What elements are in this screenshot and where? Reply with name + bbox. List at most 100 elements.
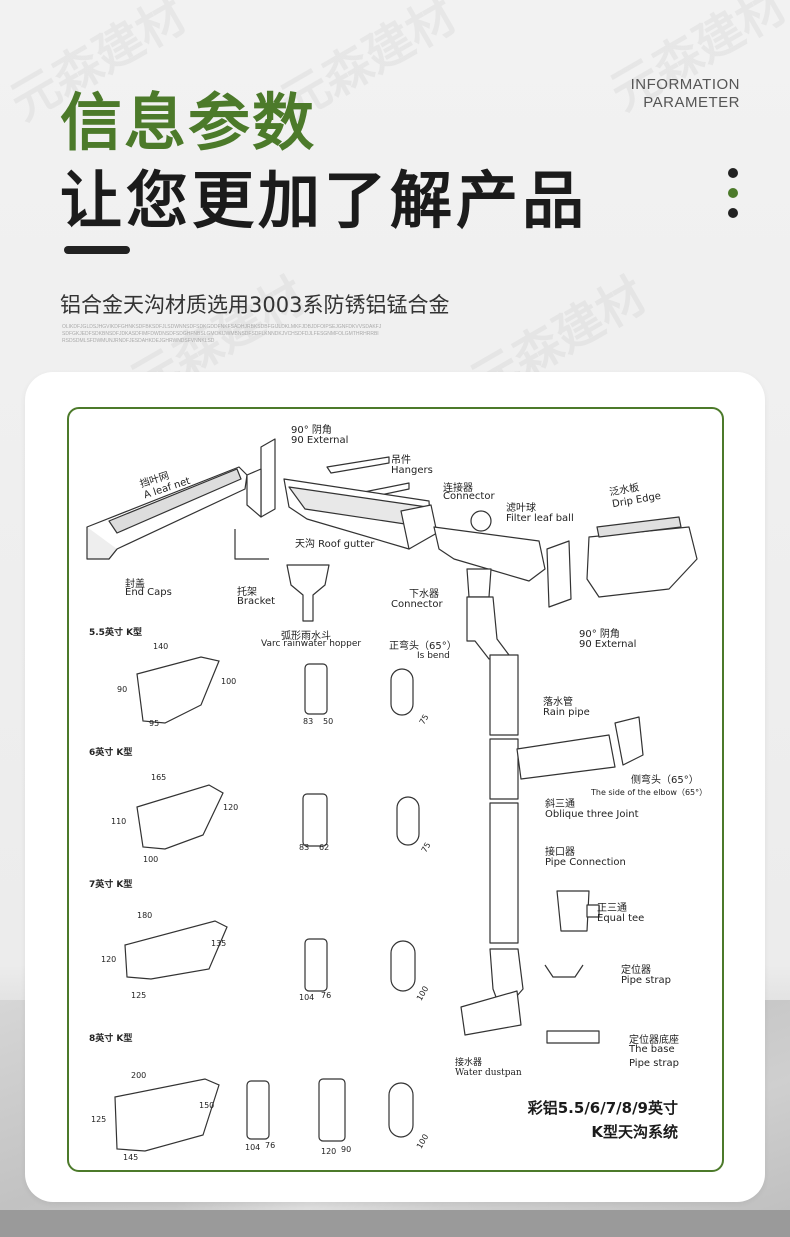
label-bend-cn: 正弯头（65°） (389, 641, 457, 652)
gutter-profile-55-icon (136, 656, 220, 724)
gutter-system-diagram: 90° 阴角 90 External 吊件 Hangers 连接器 Connec… (67, 407, 724, 1172)
label-bracket-cn: 托架 (237, 587, 257, 598)
label-roof-gutter: 天沟 Roof gutter (295, 539, 375, 550)
down-connector-icon (466, 568, 492, 598)
rainwater-hopper-icon (286, 564, 330, 622)
label-endcaps-en: End Caps (125, 587, 172, 598)
label-hopper-cn: 弧形雨水斗 (281, 631, 331, 642)
size-label-6: 6英寸 K型 (89, 748, 133, 758)
page-subtitle-heading: 让您更加了解产品 (60, 164, 589, 237)
material-description: 铝合金天沟材质选用3003系防锈铝锰合金 (60, 293, 450, 317)
label-sideelbow-en: The side of the elbow（65°） (591, 788, 708, 797)
diagram-drawing (86, 438, 698, 1152)
dim-8-d: 150 (199, 1101, 215, 1110)
label-rainpipe-cn: 落水管 (543, 697, 573, 708)
dim-7-p2: 76 (321, 991, 332, 1000)
gutter-profile-6-icon (136, 784, 224, 850)
label-base-en2: Pipe strap (629, 1058, 679, 1069)
rain-pipe-icon (489, 654, 519, 736)
decorative-dots (728, 168, 738, 228)
size-label-55: 5.5英寸 K型 (89, 628, 143, 638)
dim-8-p4: 90 (341, 1145, 352, 1154)
round-pipe-6-icon (396, 796, 420, 846)
label-external90-en: 90 External (291, 435, 349, 446)
marble-bottom-band (0, 1210, 790, 1237)
dim-55-p2: 50 (323, 717, 334, 726)
label-downconnector-cn: 下水器 (409, 589, 439, 600)
dim-8-p1: 104 (245, 1143, 261, 1152)
dim-7-w: 180 (137, 911, 153, 920)
gutter-profile-7-icon (124, 920, 228, 980)
pipe-strap-icon (544, 964, 584, 978)
dim-6-b: 100 (143, 855, 159, 864)
label-dustpan-en: Water dustpan (455, 1068, 522, 1078)
hanger-icon (326, 456, 390, 474)
gutter-profile-8-icon (114, 1078, 220, 1152)
equal-tee-icon (556, 890, 590, 932)
external-corner-right-icon (546, 540, 572, 608)
size-label-7: 7英寸 K型 (89, 880, 133, 890)
downpipe-7-icon (304, 938, 328, 992)
round-pipe-55-icon (390, 668, 414, 716)
label-pipeconn-cn: 接口器 (545, 847, 575, 858)
bracket-icon (234, 529, 269, 560)
label-filter-en: Filter leaf ball (506, 513, 574, 524)
drip-edge-gutter-icon (586, 526, 698, 598)
dim-6-p2: 62 (319, 843, 330, 852)
rain-pipe-lower-icon (489, 802, 519, 944)
dim-55-h: 90 (117, 685, 128, 694)
round-pipe-7-icon (390, 940, 416, 992)
label-pipeconn-en: Pipe Connection (545, 857, 626, 868)
dim-6-w: 165 (151, 773, 167, 782)
downpipe-8a-icon (246, 1080, 270, 1140)
dim-7-h: 120 (101, 955, 117, 964)
oblique-joint-icon (489, 738, 519, 800)
downpipe-6-icon (302, 793, 328, 847)
dim-8-p2: 76 (265, 1141, 276, 1150)
page-title: 信息参数 (60, 86, 317, 159)
label-filter-cn: 滤叶球 (506, 503, 536, 514)
dot-icon (728, 208, 738, 218)
dim-8-b: 145 (123, 1153, 139, 1162)
dim-7-d: 135 (211, 939, 227, 948)
label-oblique-cn: 斜三通 (545, 799, 575, 810)
label-sideelbow-cn: 侧弯头（65°） (631, 775, 699, 786)
label-hopper-en: Varc rainwater hopper (261, 639, 362, 649)
label-base-cn: 定位器底座 (629, 1035, 679, 1046)
dim-6-d: 120 (223, 803, 239, 812)
info-parameter-label: INFORMATION PARAMETER (631, 76, 740, 112)
dim-8-w: 200 (131, 1071, 147, 1080)
dim-8-h: 125 (91, 1115, 107, 1124)
label-oblique-en: Oblique three Joint (545, 809, 639, 820)
label-hangers-en: Hangers (391, 465, 433, 476)
label-bend-en: Is bend (417, 651, 450, 661)
right-gutter-icon (433, 526, 546, 582)
label-external90b-en: 90 External (579, 639, 637, 650)
accent-bar (64, 246, 130, 254)
label-bracket-en: Bracket (237, 596, 276, 607)
dim-6-p1: 83 (299, 843, 310, 852)
label-base-en1: The base (629, 1044, 675, 1055)
round-pipe-8-icon (388, 1082, 414, 1138)
filter-ball-icon (470, 510, 492, 532)
dim-55-p1: 83 (303, 717, 314, 726)
downpipe-55-icon (304, 663, 328, 715)
dim-55-w: 140 (153, 642, 169, 651)
dim-55-b: 95 (149, 719, 160, 728)
dim-55-d: 100 (221, 677, 237, 686)
label-dustpan-cn: 接水器 (455, 1058, 483, 1068)
water-dustpan-icon (460, 990, 522, 1036)
label-equaltee-cn: 正三通 (597, 903, 627, 914)
fine-print: OLIKDFJGLDSJHGVIKDFGHNKSDFBKSDFJLSDWNNSD… (62, 324, 382, 344)
info-line-2: PARAMETER (643, 94, 740, 111)
dot-icon (728, 168, 738, 178)
label-external90-cn: 90° 阴角 (291, 425, 332, 436)
label-external90b-cn: 90° 阴角 (579, 629, 620, 640)
label-hangers-cn: 吊件 (391, 455, 411, 466)
leaf-net-icon (108, 468, 242, 534)
label-strap-cn: 定位器 (621, 965, 651, 976)
side-elbow-pipe-icon (516, 734, 616, 780)
label-equaltee-en: Equal tee (597, 913, 645, 924)
label-downconnector-en: Connector (391, 599, 443, 610)
label-strap-en: Pipe strap (621, 975, 671, 986)
